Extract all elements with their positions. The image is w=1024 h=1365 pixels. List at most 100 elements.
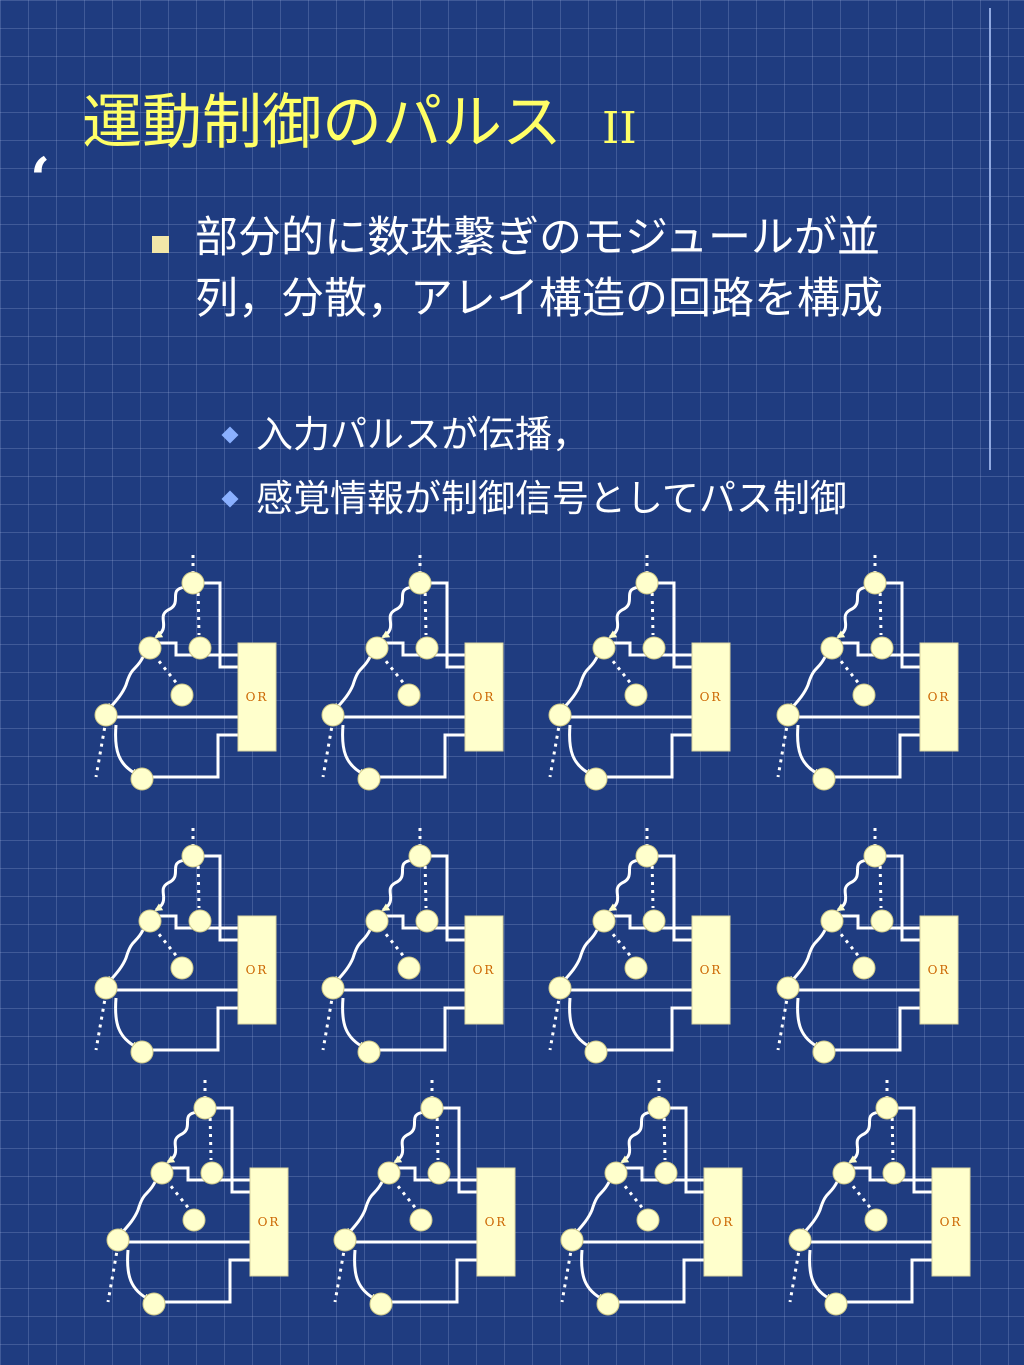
or-gate-label: OR bbox=[473, 690, 496, 704]
circuit-module: OR bbox=[94, 555, 277, 791]
or-gate-label: OR bbox=[700, 963, 723, 977]
neuron-node bbox=[635, 844, 659, 868]
neuron-node bbox=[624, 956, 648, 980]
neuron-node bbox=[870, 636, 894, 660]
neuron-node bbox=[138, 636, 162, 660]
or-gate-box bbox=[919, 642, 959, 752]
neuron-node bbox=[776, 976, 800, 1000]
neuron-node bbox=[584, 767, 608, 791]
neuron-node bbox=[642, 636, 666, 660]
neuron-node bbox=[94, 976, 118, 1000]
circuit-module: OR bbox=[788, 1080, 971, 1316]
neuron-node bbox=[415, 909, 439, 933]
neuron-node bbox=[357, 1040, 381, 1064]
neuron-node bbox=[365, 909, 389, 933]
square-bullet-icon bbox=[152, 236, 169, 253]
neuron-node bbox=[142, 1292, 166, 1316]
main-bullet-text: 部分的に数珠繋ぎのモジュールが並列，分散，アレイ構造の回路を構成 bbox=[195, 213, 883, 324]
neuron-node bbox=[642, 909, 666, 933]
or-gate-box bbox=[249, 1167, 289, 1277]
neuron-node bbox=[150, 1161, 174, 1185]
neuron-node bbox=[820, 636, 844, 660]
neuron-node bbox=[882, 1161, 906, 1185]
or-gate-box bbox=[691, 642, 731, 752]
neuron-node bbox=[636, 1208, 660, 1232]
sub-bullet-text: 感覚情報が制御信号としてパス制御 bbox=[256, 477, 847, 520]
or-gate-label: OR bbox=[246, 690, 269, 704]
neuron-node bbox=[864, 1208, 888, 1232]
neuron-node bbox=[409, 1208, 433, 1232]
neuron-node bbox=[188, 909, 212, 933]
neuron-node bbox=[654, 1161, 678, 1185]
circuit-module: OR bbox=[560, 1080, 743, 1316]
circuit-module: OR bbox=[94, 828, 277, 1064]
or-gate-box bbox=[476, 1167, 516, 1277]
neuron-node bbox=[397, 956, 421, 980]
neuron-node bbox=[397, 683, 421, 707]
neuron-node bbox=[193, 1096, 217, 1120]
sub-bullet-2: 感覚情報が制御信号としてパス制御 bbox=[221, 474, 847, 524]
neuron-node bbox=[635, 571, 659, 595]
neuron-node bbox=[188, 636, 212, 660]
neuron-node bbox=[415, 636, 439, 660]
or-gate-label: OR bbox=[928, 690, 951, 704]
circuit-module: OR bbox=[321, 555, 504, 791]
neuron-node bbox=[408, 571, 432, 595]
neuron-node bbox=[863, 571, 887, 595]
neuron-node bbox=[548, 703, 572, 727]
neuron-node bbox=[138, 909, 162, 933]
or-gate-label: OR bbox=[700, 690, 723, 704]
or-gate-box bbox=[931, 1167, 971, 1277]
neuron-node bbox=[812, 1040, 836, 1064]
neuron-node bbox=[170, 956, 194, 980]
neuron-node bbox=[852, 683, 876, 707]
neuron-node bbox=[130, 1040, 154, 1064]
or-gate-label: OR bbox=[928, 963, 951, 977]
neuron-node bbox=[870, 909, 894, 933]
or-gate-box bbox=[691, 915, 731, 1025]
neuron-node bbox=[181, 844, 205, 868]
neuron-node bbox=[875, 1096, 899, 1120]
neuron-node bbox=[357, 767, 381, 791]
sub-bullet-text: 入力パルスが伝播， bbox=[256, 413, 589, 456]
or-gate-label: OR bbox=[485, 1215, 508, 1229]
neuron-node bbox=[584, 1040, 608, 1064]
neuron-node bbox=[592, 636, 616, 660]
neuron-node bbox=[788, 1228, 812, 1252]
neuron-node bbox=[365, 636, 389, 660]
neuron-node bbox=[420, 1096, 444, 1120]
neuron-node bbox=[333, 1228, 357, 1252]
neuron-node bbox=[596, 1292, 620, 1316]
neuron-node bbox=[820, 909, 844, 933]
neuron-node bbox=[106, 1228, 130, 1252]
neuron-node bbox=[130, 767, 154, 791]
quote-mark-icon: ‘ bbox=[30, 145, 51, 213]
neuron-node bbox=[824, 1292, 848, 1316]
circuit-module: OR bbox=[333, 1080, 516, 1316]
neuron-node bbox=[369, 1292, 393, 1316]
circuit-module: OR bbox=[776, 828, 959, 1064]
neuron-node bbox=[647, 1096, 671, 1120]
neuron-node bbox=[852, 956, 876, 980]
neuron-node bbox=[321, 703, 345, 727]
neuron-node bbox=[200, 1161, 224, 1185]
neuron-node bbox=[592, 909, 616, 933]
or-gate-box bbox=[237, 642, 277, 752]
or-gate-label: OR bbox=[258, 1215, 281, 1229]
neuron-node bbox=[182, 1208, 206, 1232]
neuron-node bbox=[408, 844, 432, 868]
or-gate-box bbox=[703, 1167, 743, 1277]
or-gate-box bbox=[464, 915, 504, 1025]
circuit-module: OR bbox=[776, 555, 959, 791]
neuron-node bbox=[321, 976, 345, 1000]
or-gate-box bbox=[237, 915, 277, 1025]
title-numeral: II bbox=[602, 103, 637, 154]
title-text: 運動制御のパルス bbox=[82, 88, 562, 158]
or-gate-label: OR bbox=[473, 963, 496, 977]
neuron-node bbox=[94, 703, 118, 727]
neuron-node bbox=[776, 703, 800, 727]
circuit-module: OR bbox=[548, 555, 731, 791]
main-bullet: 部分的に数珠繋ぎのモジュールが並列，分散，アレイ構造の回路を構成 bbox=[152, 208, 942, 330]
neuron-node bbox=[377, 1161, 401, 1185]
